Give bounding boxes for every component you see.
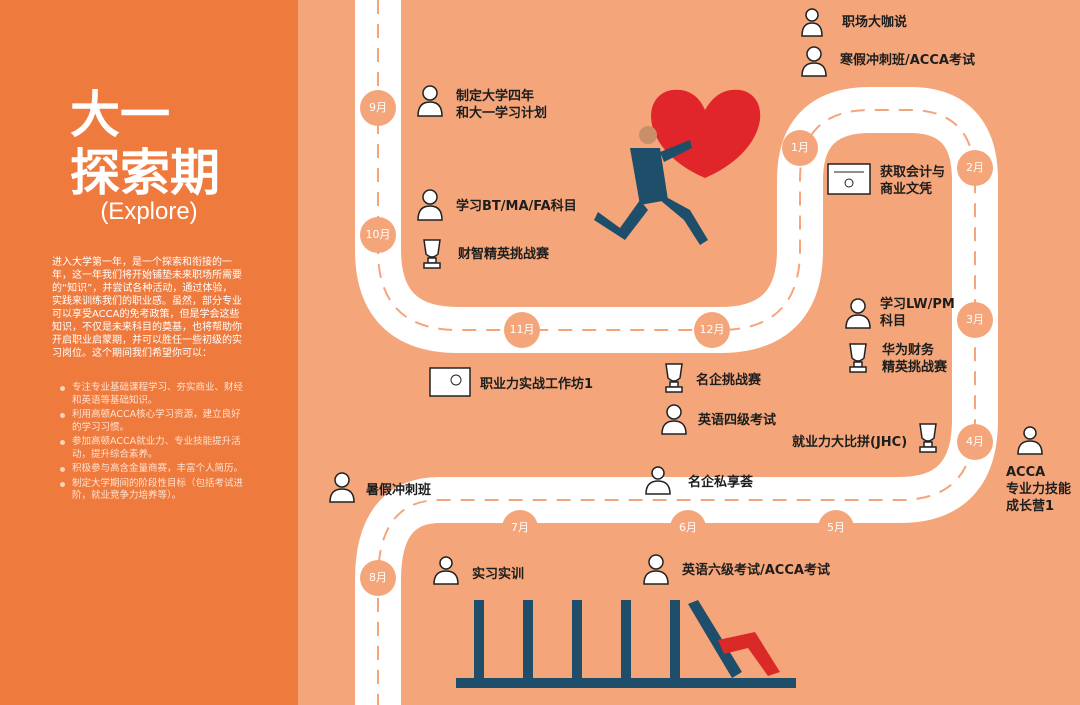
event-certificate: 获取会计与 商业文凭 (880, 165, 946, 197)
event-study-bt: 学习BT/MA/FA科目 (456, 199, 577, 214)
heart-icon (651, 89, 761, 178)
month-marker: 4月 (957, 424, 993, 460)
runner-figure-icon (594, 126, 708, 245)
month-marker: 6月 (670, 510, 706, 546)
month-marker: 10月 (360, 217, 396, 253)
goal-list: 专注专业基础课程学习、夯实商业、财经和英语等基础知识。 利用高顿ACCA核心学习… (58, 382, 248, 505)
person-icon (417, 189, 443, 221)
person-icon (801, 46, 827, 77)
person-icon (643, 554, 669, 585)
person-icon (845, 298, 871, 329)
goal-item: 利用高顿ACCA核心学习资源，建立良好的学习习惯。 (58, 409, 248, 434)
trophy-icon (849, 343, 867, 373)
month-marker: 9月 (360, 90, 396, 126)
person-icon (329, 472, 355, 503)
event-caizhi: 财智精英挑战赛 (458, 247, 550, 262)
month-marker: 11月 (504, 312, 540, 348)
event-jhc: 就业力大比拼(JHC) (792, 435, 908, 450)
group-icon (433, 556, 459, 585)
month-marker: 8月 (360, 560, 396, 596)
event-internship: 实习实训 (472, 567, 525, 582)
event-study-lw: 学习LW/PM 科目 (880, 297, 955, 329)
presentation-icon (429, 367, 471, 397)
person-icon (661, 404, 687, 435)
month-marker: 1月 (782, 130, 818, 166)
event-acca-camp: ACCA 专业力技能 成长营1 (1006, 465, 1072, 514)
group-icon (801, 8, 823, 37)
event-huawei: 华为财务 精英挑战赛 (882, 343, 948, 375)
group-icon (645, 466, 671, 495)
goal-item: 参加高顿ACCA就业力、专业技能提升活动，提升综合素养。 (58, 436, 248, 461)
event-winter: 寒假冲刺班/ACCA考试 (840, 53, 975, 68)
trophy-icon (665, 363, 683, 393)
goal-item: 制定大学期间的阶段性目标（包括考试进阶，就业竞争力培养等）。 (58, 478, 248, 503)
month-marker: 12月 (694, 312, 730, 348)
goal-item: 积极参与高含金量商赛，丰富个人简历。 (58, 463, 248, 476)
certificate-icon (827, 163, 871, 195)
event-summer: 暑假冲刺班 (366, 483, 432, 498)
month-marker: 5月 (818, 510, 854, 546)
group-icon (1017, 426, 1043, 455)
event-mingqi-challenge: 名企挑战赛 (696, 373, 762, 388)
month-marker: 7月 (502, 510, 538, 546)
intro-paragraph: 进入大学第一年，是一个探索和衔接的一年，这一年我们将开始铺垫未来职场所需要的“知… (52, 257, 242, 359)
event-plan: 制定大学四年 和大一学习计划 (456, 89, 548, 121)
domino-icon (456, 600, 796, 688)
month-marker: 2月 (957, 150, 993, 186)
month-marker: 3月 (957, 302, 993, 338)
event-mingqi-salon: 名企私享荟 (688, 475, 754, 490)
person-icon (417, 85, 443, 117)
event-workshop: 职业力实战工作坊1 (480, 377, 594, 392)
page-subtitle: (Explore) (100, 198, 198, 225)
left-panel: 大一 探索期 (Explore) 进入大学第一年，是一个探索和衔接的一年，这一年… (0, 0, 298, 705)
event-cet4: 英语四级考试 (698, 413, 777, 428)
goal-item: 专注专业基础课程学习、夯实商业、财经和英语等基础知识。 (58, 382, 248, 407)
page-title: 大一 探索期 (70, 86, 220, 202)
event-cet6: 英语六级考试/ACCA考试 (682, 563, 830, 578)
trophy-icon (919, 423, 937, 453)
event-career-talk: 职场大咖说 (842, 15, 908, 30)
trophy-icon (423, 239, 441, 269)
